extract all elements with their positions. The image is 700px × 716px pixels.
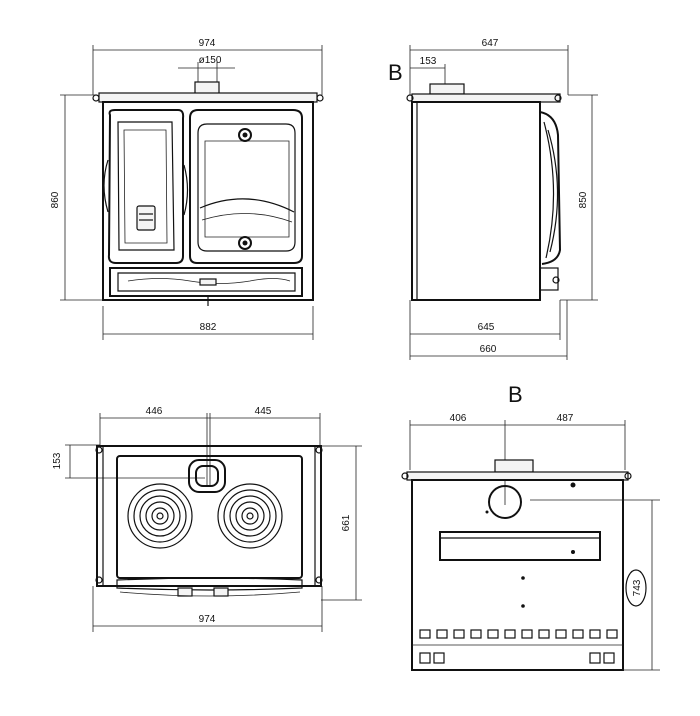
front-view: 974 ø150 xyxy=(50,38,324,340)
side-flue-collar xyxy=(429,83,465,95)
rear-view-label: B xyxy=(508,382,523,407)
front-door-knob-bottom xyxy=(238,236,252,250)
front-left-door xyxy=(107,109,185,264)
rear-left-offset-label: 406 xyxy=(450,413,467,424)
rear-vent-panel xyxy=(439,531,601,561)
front-right-door xyxy=(189,109,303,264)
rear-view: B 406 487 xyxy=(401,382,660,671)
rear-flue-collar xyxy=(494,459,534,473)
rear-right-offset-label: 487 xyxy=(557,413,574,424)
side-flue-offset-label: 153 xyxy=(420,56,437,67)
top-frame xyxy=(96,445,322,587)
rear-height-bubble xyxy=(625,569,647,607)
rear-top-plate xyxy=(406,471,629,481)
top-depth-label: 661 xyxy=(341,514,352,531)
top-flue-opening xyxy=(188,459,226,493)
top-front-rail xyxy=(116,577,303,591)
flue-diameter-label: ø150 xyxy=(199,55,222,66)
side-door-profile xyxy=(539,111,562,265)
top-width-label: 974 xyxy=(199,614,216,625)
top-right-offset-label: 445 xyxy=(255,406,272,417)
front-door-knob-top xyxy=(238,128,252,142)
rear-bottom-vents xyxy=(412,629,623,664)
front-plinth xyxy=(109,267,303,297)
front-body xyxy=(102,101,314,301)
front-base-width-label: 882 xyxy=(200,322,217,333)
top-right-hotplate xyxy=(217,483,283,549)
front-flue-collar xyxy=(194,81,220,95)
top-flue-offset-label: 153 xyxy=(52,452,63,469)
side-total-depth-label: 660 xyxy=(480,344,497,355)
rear-body xyxy=(411,479,624,671)
top-left-offset-label: 446 xyxy=(146,406,163,417)
side-view-label: B xyxy=(388,60,403,85)
front-top-plate xyxy=(98,92,318,103)
rear-flue-outlet xyxy=(488,485,522,519)
top-view: 446 445 153 xyxy=(52,406,362,632)
side-body xyxy=(411,101,541,301)
side-body-depth-label: 645 xyxy=(478,322,495,333)
top-left-hotplate xyxy=(127,483,193,549)
side-top-plate xyxy=(411,93,561,103)
rear-height-label: 743 xyxy=(632,579,643,596)
front-width-label: 974 xyxy=(199,38,216,49)
side-height-label: 850 xyxy=(578,191,589,208)
side-depth-label: 647 xyxy=(482,38,499,49)
front-height-label: 860 xyxy=(50,191,61,208)
top-hob-plate xyxy=(116,455,303,579)
side-view: B 647 153 850 645 xyxy=(388,38,598,360)
front-left-door-handle xyxy=(136,205,156,231)
